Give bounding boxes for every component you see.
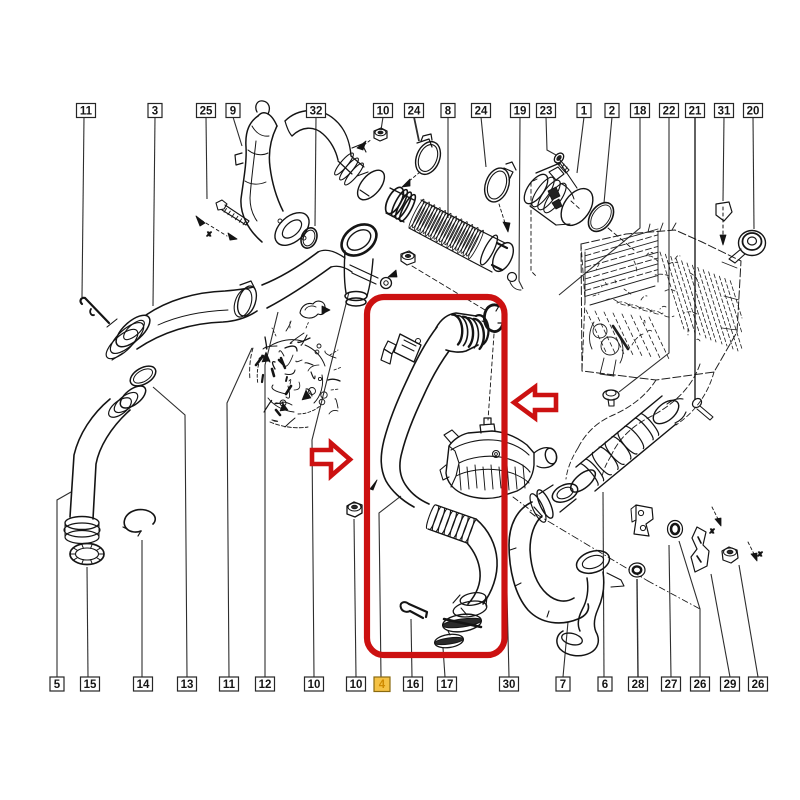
svg-text:24: 24 — [408, 106, 421, 118]
svg-text:18: 18 — [634, 106, 647, 118]
svg-text:28: 28 — [632, 679, 645, 691]
svg-text:26: 26 — [752, 679, 765, 691]
svg-text:11: 11 — [80, 106, 93, 118]
svg-text:12: 12 — [259, 679, 272, 691]
svg-text:25: 25 — [200, 106, 213, 118]
svg-text:30: 30 — [503, 679, 516, 691]
svg-text:32: 32 — [310, 106, 323, 118]
svg-text:26: 26 — [694, 679, 707, 691]
svg-text:10: 10 — [308, 679, 321, 691]
svg-text:8: 8 — [445, 106, 452, 118]
svg-text:14: 14 — [137, 679, 150, 691]
svg-text:19: 19 — [514, 106, 527, 118]
svg-text:23: 23 — [540, 106, 553, 118]
svg-text:6: 6 — [602, 679, 608, 691]
svg-text:16: 16 — [407, 679, 420, 691]
svg-text:13: 13 — [181, 679, 194, 691]
svg-text:x: x — [757, 549, 763, 558]
svg-text:3: 3 — [152, 106, 158, 118]
svg-text:24: 24 — [475, 106, 488, 118]
svg-text:22: 22 — [663, 106, 676, 118]
svg-text:15: 15 — [84, 679, 97, 691]
svg-text:20: 20 — [747, 106, 760, 118]
svg-text:x: x — [206, 229, 212, 238]
svg-text:10: 10 — [377, 106, 390, 118]
svg-text:27: 27 — [665, 679, 678, 691]
svg-text:2: 2 — [609, 106, 615, 118]
svg-text:10: 10 — [350, 679, 363, 691]
svg-text:11: 11 — [223, 679, 236, 691]
svg-text:x: x — [709, 526, 715, 535]
svg-text:9: 9 — [230, 106, 236, 118]
svg-text:21: 21 — [689, 106, 702, 118]
svg-text:17: 17 — [441, 679, 454, 691]
svg-text:7: 7 — [560, 679, 566, 691]
svg-text:1: 1 — [581, 106, 588, 118]
svg-text:29: 29 — [724, 679, 737, 691]
svg-text:31: 31 — [718, 106, 731, 118]
svg-text:5: 5 — [54, 679, 61, 691]
svg-text:4: 4 — [379, 679, 386, 691]
